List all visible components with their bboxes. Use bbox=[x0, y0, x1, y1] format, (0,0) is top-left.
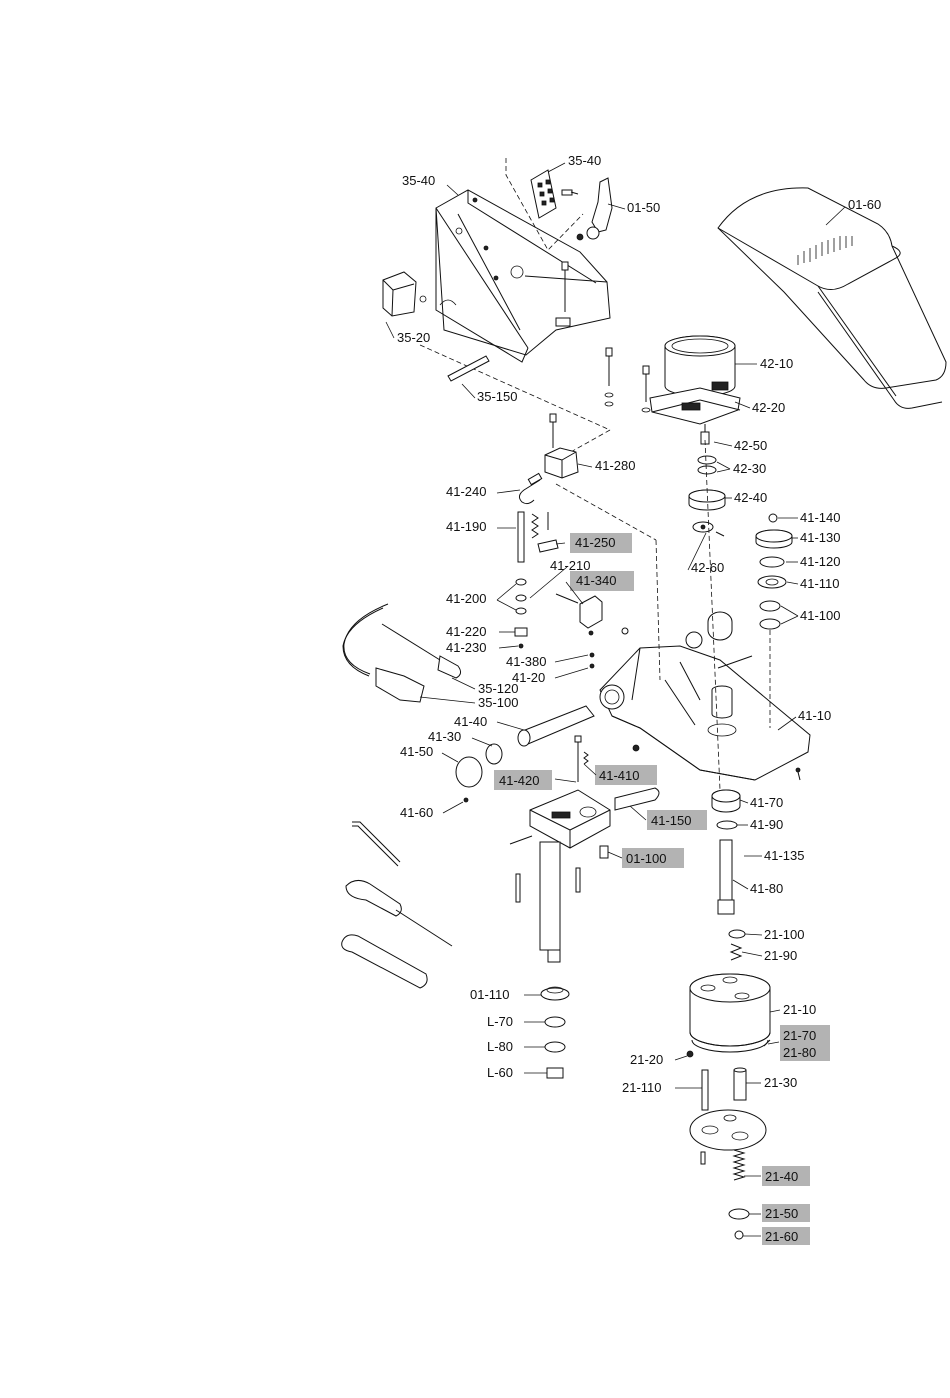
label-41-60: 41-60 bbox=[400, 805, 433, 820]
label-21-20: 21-20 bbox=[630, 1052, 663, 1067]
label-41-220: 41-220 bbox=[446, 624, 486, 639]
label-42-30: 42-30 bbox=[733, 461, 766, 476]
label-41-50: 41-50 bbox=[400, 744, 433, 759]
label-01-100: 01-100 bbox=[626, 851, 666, 866]
label-L-80: L-80 bbox=[487, 1039, 513, 1054]
label-41-100: 41-100 bbox=[800, 608, 840, 623]
label-41-230: 41-230 bbox=[446, 640, 486, 655]
label-35-120: 35-120 bbox=[478, 681, 518, 696]
label-41-80: 41-80 bbox=[750, 881, 783, 896]
label-21-50: 21-50 bbox=[765, 1206, 798, 1221]
label-35-150: 35-150 bbox=[477, 389, 517, 404]
turret bbox=[686, 973, 771, 1240]
bracket-assembly bbox=[382, 158, 613, 459]
cover-01-60 bbox=[717, 187, 947, 409]
label-01-50: 01-50 bbox=[627, 200, 660, 215]
label-21-30: 21-30 bbox=[764, 1075, 797, 1090]
label-41-240: 41-240 bbox=[446, 484, 486, 499]
tools bbox=[341, 821, 453, 989]
label-41-20: 41-20 bbox=[512, 670, 545, 685]
main-body bbox=[599, 439, 811, 791]
label-41-140: 41-140 bbox=[800, 510, 840, 525]
label-41-380: 41-380 bbox=[506, 654, 546, 669]
label-41-200: 41-200 bbox=[446, 591, 486, 606]
label-41-110: 41-110 bbox=[800, 576, 840, 591]
label-42-50: 42-50 bbox=[734, 438, 767, 453]
label-42-40: 42-40 bbox=[734, 490, 767, 505]
label-35-100: 35-100 bbox=[478, 695, 518, 710]
spindle bbox=[711, 789, 746, 961]
label-41-420: 41-420 bbox=[499, 773, 539, 788]
label-35-40-b: 35-40 bbox=[568, 153, 601, 168]
label-41-135: 41-135 bbox=[764, 848, 804, 863]
label-L-70: L-70 bbox=[487, 1014, 513, 1029]
label-41-340: 41-340 bbox=[576, 573, 616, 588]
label-42-10: 42-10 bbox=[760, 356, 793, 371]
label-21-90: 21-90 bbox=[764, 948, 797, 963]
left-parts bbox=[514, 413, 657, 669]
leader-lines bbox=[385, 162, 846, 1237]
label-41-210: 41-210 bbox=[550, 558, 590, 573]
label-41-70: 41-70 bbox=[750, 795, 783, 810]
label-41-120: 41-120 bbox=[800, 554, 840, 569]
label-42-60: 42-60 bbox=[691, 560, 724, 575]
label-35-40-a: 35-40 bbox=[402, 173, 435, 188]
label-41-250: 41-250 bbox=[575, 535, 615, 550]
label-21-10: 21-10 bbox=[783, 1002, 816, 1017]
label-41-30: 41-30 bbox=[428, 729, 461, 744]
label-21-40: 21-40 bbox=[765, 1169, 798, 1184]
label-21-80: 21-80 bbox=[783, 1045, 816, 1060]
label-L-60: L-60 bbox=[487, 1065, 513, 1080]
label-41-190: 41-190 bbox=[446, 519, 486, 534]
part-labels: 35-40 35-40 01-50 01-60 35-20 35-150 42-… bbox=[397, 153, 881, 1244]
motor-assembly bbox=[604, 335, 741, 537]
label-01-60: 01-60 bbox=[848, 197, 881, 212]
label-41-130: 41-130 bbox=[800, 530, 840, 545]
label-41-150: 41-150 bbox=[651, 813, 691, 828]
pin-knob bbox=[455, 705, 595, 803]
label-42-20: 42-20 bbox=[752, 400, 785, 415]
label-01-110: 01-110 bbox=[470, 987, 510, 1002]
label-21-110: 21-110 bbox=[622, 1080, 662, 1095]
label-21-100: 21-100 bbox=[764, 927, 804, 942]
label-21-60: 21-60 bbox=[765, 1229, 798, 1244]
highlight-boxes bbox=[494, 533, 830, 1245]
label-41-410: 41-410 bbox=[599, 768, 639, 783]
label-41-280: 41-280 bbox=[595, 458, 635, 473]
label-41-90: 41-90 bbox=[750, 817, 783, 832]
label-21-70: 21-70 bbox=[783, 1028, 816, 1043]
label-41-10: 41-10 bbox=[798, 708, 831, 723]
column-assembly bbox=[509, 735, 660, 1079]
gear-stack bbox=[755, 513, 793, 630]
label-41-40: 41-40 bbox=[454, 714, 487, 729]
cable-assembly bbox=[342, 603, 462, 703]
label-35-20: 35-20 bbox=[397, 330, 430, 345]
